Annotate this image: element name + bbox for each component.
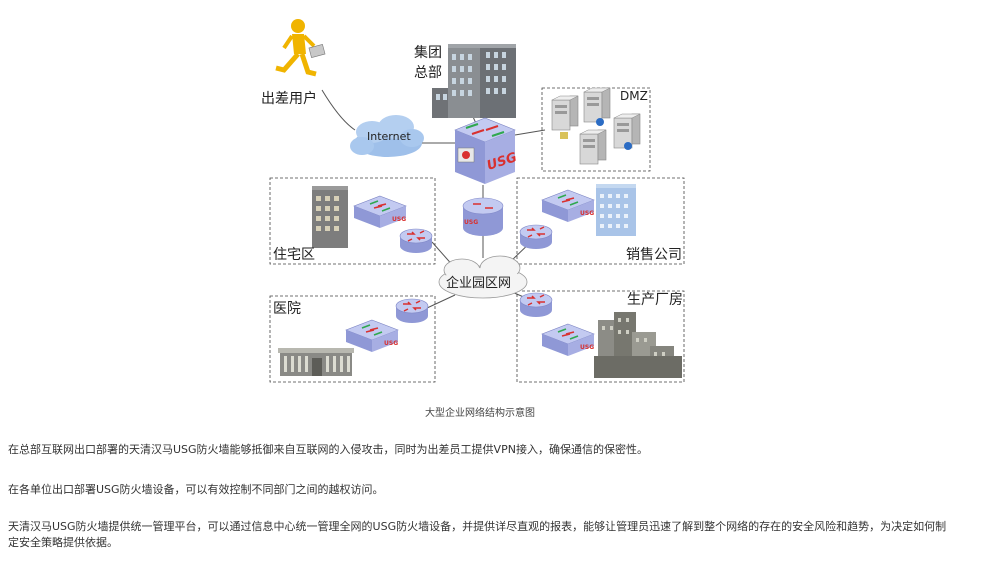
server-icon (551, 87, 641, 165)
network-diagram: USG (261, 19, 685, 383)
hospital-router (395, 298, 429, 324)
paragraph-unit-firewall: 在各单位出口部署USG防火墙设备，可以有效控制不同部门之间的越权访问。 (8, 483, 384, 496)
factory-label: 生产厂房 (627, 292, 683, 308)
paragraph-management: 天清汉马USG防火墙提供统一管理平台，可以通过信息中心统一管理全网的USG防火墙… (8, 520, 947, 549)
traveler-label: 出差用户 (261, 90, 317, 107)
hospital-zone (269, 295, 436, 383)
core-router-icon: USG (462, 197, 504, 236)
dmz-zone (541, 87, 651, 172)
hq-label-line1: 集团 (414, 44, 442, 61)
residential-zone (269, 177, 436, 265)
usg-firewall-icon: USG (454, 117, 519, 184)
diagram-caption: 大型企业网络结构示意图 (425, 408, 535, 419)
office-building-icon (596, 184, 636, 236)
factory-router (519, 292, 553, 318)
dmz-label: DMZ (620, 89, 648, 103)
paragraph-hq-firewall: 在总部互联网出口部署的天清汉马USG防火墙能够抵御来自互联网的入侵攻击，同时为出… (8, 443, 648, 456)
campus-cloud-icon (438, 255, 528, 299)
hq-label-line2: 总部 (414, 65, 442, 81)
office-building-icon (312, 186, 348, 248)
traveler-icon (275, 19, 326, 77)
sales-label: 销售公司 (626, 247, 682, 263)
internet-cloud-icon (350, 115, 424, 157)
sales-firewall (541, 189, 595, 223)
residential-firewall (353, 195, 407, 229)
sales-router (519, 224, 553, 250)
hospital-building-icon (278, 348, 354, 376)
residential-router (399, 228, 433, 254)
factory-firewall (541, 323, 595, 357)
sales-zone (516, 177, 685, 265)
hq-building-icon (432, 44, 516, 118)
factory-zone (516, 290, 685, 383)
hospital-firewall (345, 319, 399, 353)
internet-label: Internet (367, 130, 411, 143)
campus-label: 企业园区网 (446, 275, 511, 291)
hospital-label: 医院 (273, 301, 301, 317)
factory-icon (594, 312, 682, 378)
core-usg-label: USG (464, 219, 478, 226)
residential-label: 住宅区 (273, 247, 315, 263)
